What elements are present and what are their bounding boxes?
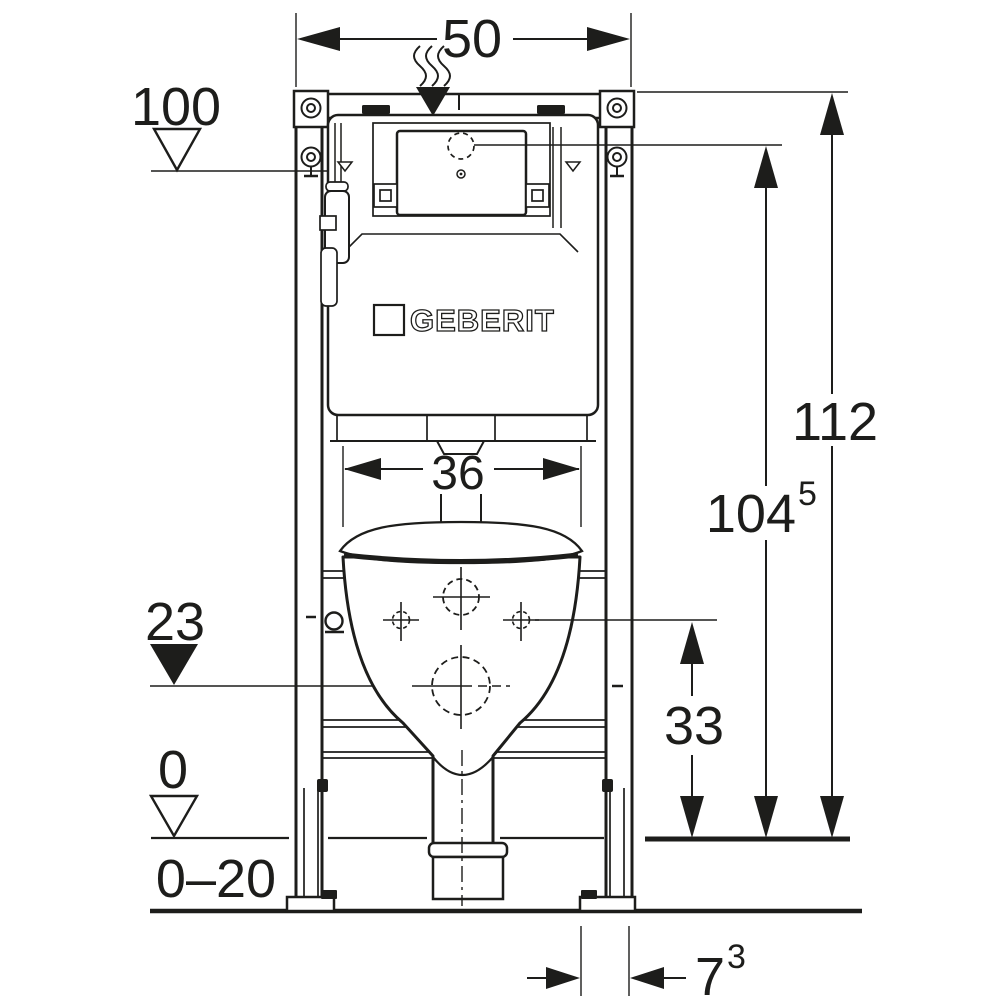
rail-clip-left [362, 105, 390, 114]
supply-pipe-clamp-icon [324, 611, 344, 634]
arrow-up-icon [754, 146, 778, 188]
dim-label-36: 36 [431, 447, 484, 500]
dim-label-50: 50 [442, 9, 502, 69]
level-lines [150, 170, 862, 914]
foot-plate-right [578, 895, 637, 913]
arrow-down-icon [820, 796, 844, 838]
fixing-points [324, 567, 539, 729]
bowl-trap-curve [432, 756, 494, 777]
level-marker-100: 100 [131, 77, 221, 173]
dim-label-104: 104 [706, 484, 796, 544]
level-label-0: 0 [158, 740, 188, 800]
water-supply-connection [319, 215, 337, 231]
dim-label-104-sup: 5 [798, 475, 817, 513]
leg-clamp-left [317, 779, 328, 792]
level-label-23: 23 [145, 592, 205, 652]
arrow-left-icon [344, 458, 381, 480]
top-corner-right [598, 89, 636, 129]
top-corner-left [292, 89, 330, 129]
floor-range-label: 0–20 [156, 849, 276, 909]
dimension-50: 50 [295, 9, 632, 87]
fixing-point-top-icon [433, 567, 490, 630]
fixing-point-left-icon [383, 602, 419, 641]
seat-shadow-band [343, 552, 579, 564]
wall-fixing-hole-icon [300, 97, 628, 119]
level-triangle-open-icon [151, 127, 203, 173]
odor-extraction-icon [413, 45, 451, 116]
arrow-right-icon [546, 967, 580, 989]
dim-label-7: 7 [695, 947, 725, 1000]
arrow-up-icon [680, 622, 704, 664]
drain-socket-body [431, 855, 505, 901]
dimension-104-5: 104 5 [474, 144, 817, 838]
concealed-cistern: GEBERIT [319, 113, 600, 525]
arrow-left-icon [297, 27, 340, 51]
foot-plate-left [285, 895, 336, 913]
dim-label-33: 33 [664, 696, 724, 756]
overflow-tube [552, 127, 562, 228]
level-triangle-open-icon [148, 794, 200, 839]
arrow-left-icon [630, 967, 664, 989]
level-triangle-filled-icon [150, 644, 198, 685]
flush-bend-housing [330, 415, 596, 525]
arrow-right-icon [587, 27, 630, 51]
dimension-33: 33 [535, 619, 724, 838]
rail-clip-right [537, 105, 565, 114]
dimension-112: 112 [637, 91, 878, 838]
fixing-point-right-icon [503, 602, 539, 641]
protection-box-shoulder [343, 233, 579, 253]
geberit-logo: GEBERIT [372, 302, 555, 339]
frame-legs [303, 788, 625, 897]
arrow-up-icon [820, 93, 844, 135]
foot-clip-left [321, 890, 337, 899]
arrow-down-icon [754, 796, 778, 838]
dim-label-7-sup: 3 [727, 938, 746, 976]
fixing-point-bottom-icon [412, 645, 510, 729]
dimension-7-3: 7 3 [527, 926, 746, 1000]
mounting-lug-icon [300, 146, 628, 178]
level-marker-0: 0 [148, 740, 200, 839]
drain-socket-flange [427, 841, 509, 859]
arrow-down-icon [680, 796, 704, 838]
foot-clip-right [581, 890, 597, 899]
geberit-logo-square [372, 303, 406, 337]
dimension-36: 36 [342, 446, 582, 527]
water-level-icon [336, 161, 582, 173]
frame-rails [294, 92, 634, 897]
geberit-logo-text: GEBERIT [410, 303, 555, 338]
level-marker-23: 23 [145, 592, 205, 685]
window-screw-dot [459, 172, 463, 176]
supply-stop-valve [320, 247, 338, 307]
actuation-point-dashed-circle [447, 132, 475, 160]
leg-clamp-right [602, 779, 613, 792]
window-side-tabs [373, 183, 550, 208]
arrow-right-icon [543, 458, 580, 480]
fill-valve [324, 123, 350, 264]
level-label-100: 100 [131, 77, 221, 137]
dim-label-112: 112 [792, 392, 878, 452]
